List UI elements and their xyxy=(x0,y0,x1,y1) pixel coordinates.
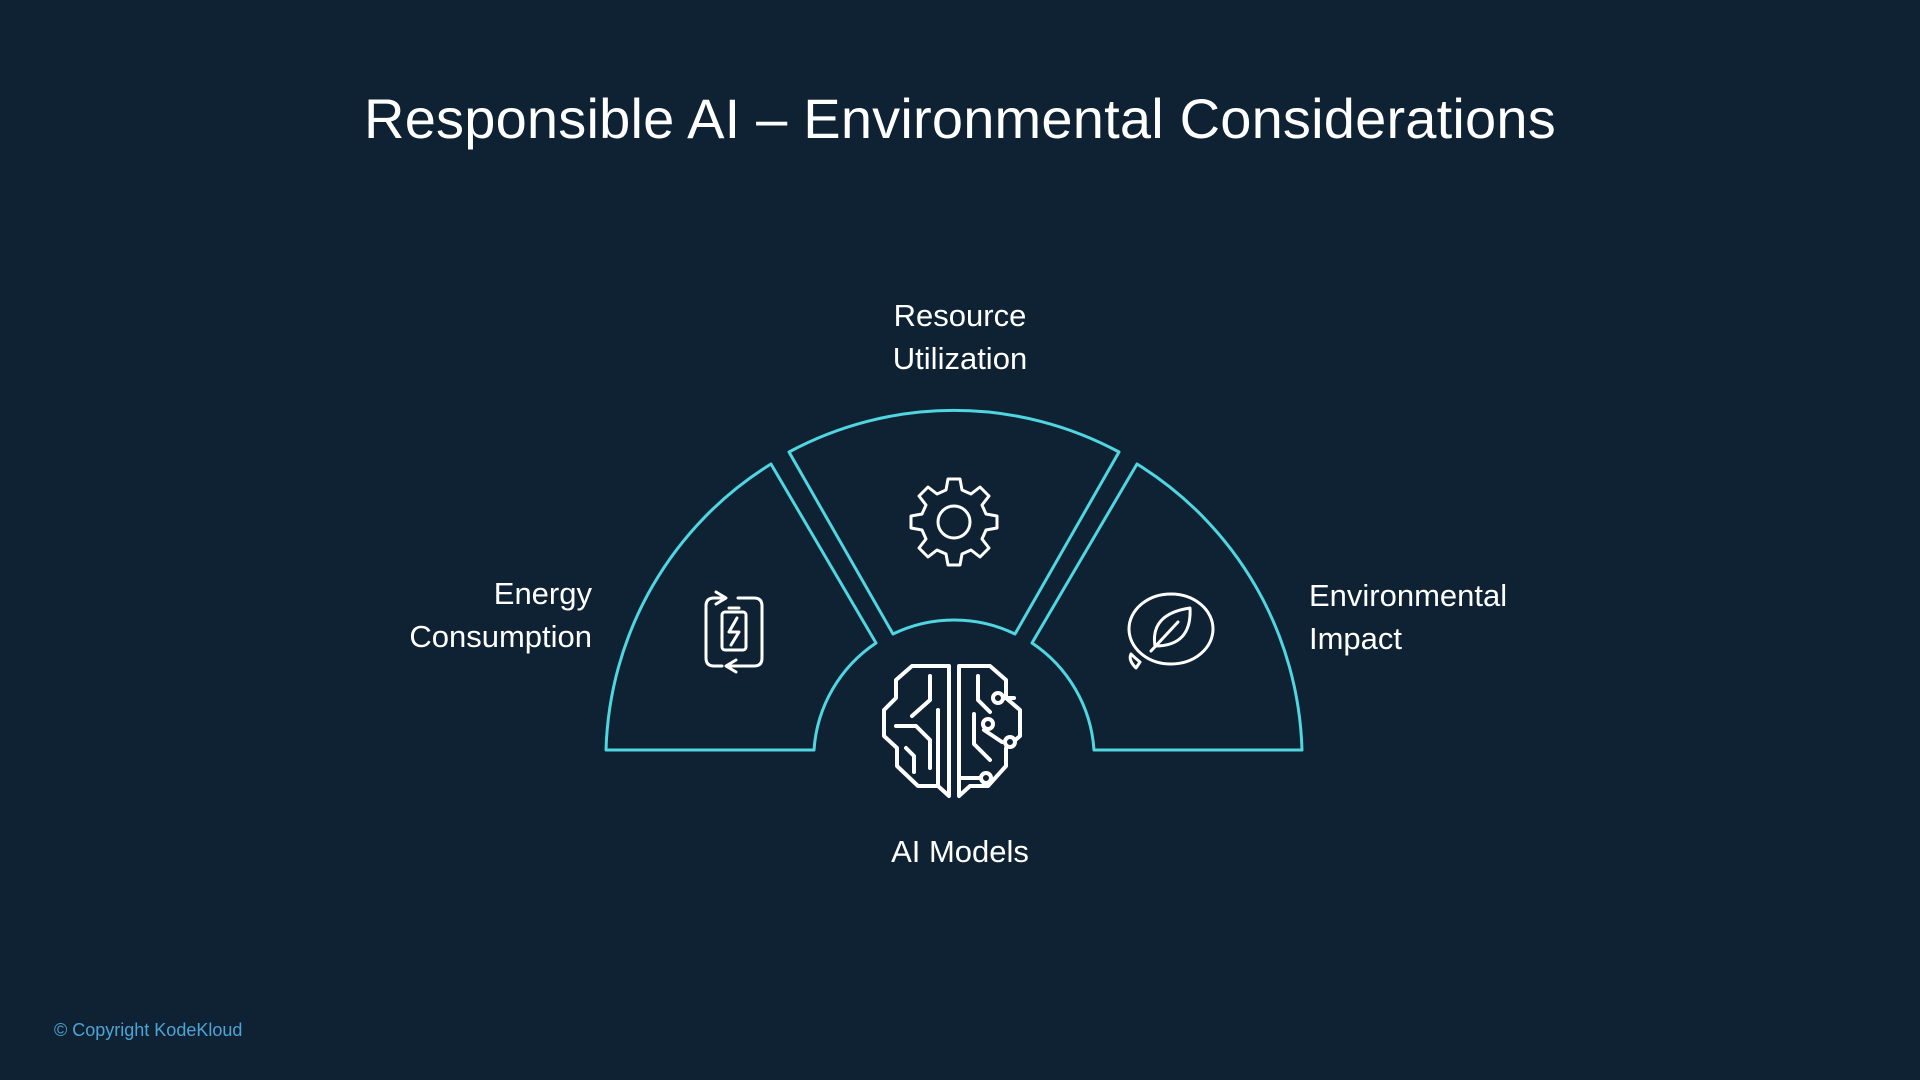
segment-resource-utilization xyxy=(787,408,1121,636)
label-line: Impact xyxy=(1309,621,1403,656)
label-line: AI Models xyxy=(891,834,1029,869)
copyright-notice: © Copyright KodeKloud xyxy=(54,1020,243,1040)
slide-title: Responsible AI – Environmental Considera… xyxy=(364,87,1556,150)
label-energy-consumption: Energy Consumption xyxy=(300,572,592,658)
label-resource-utilization: Resource Utilization xyxy=(820,294,1100,380)
label-line: Resource xyxy=(893,298,1027,333)
battery-cycle-icon xyxy=(704,590,764,674)
segment-energy-consumption xyxy=(604,462,878,752)
label-line: Consumption xyxy=(409,619,592,654)
label-line: Utilization xyxy=(892,341,1028,376)
label-ai-models: AI Models xyxy=(820,830,1100,873)
leaf-speech-bubble-icon xyxy=(1127,592,1215,670)
segment-environmental-impact xyxy=(1030,462,1304,752)
label-line: Energy xyxy=(493,576,592,611)
gear-icon xyxy=(909,477,999,567)
label-line: Environmental xyxy=(1309,578,1508,613)
label-environmental-impact: Environmental Impact xyxy=(1309,574,1609,660)
brain-circuit-icon xyxy=(882,664,1022,798)
